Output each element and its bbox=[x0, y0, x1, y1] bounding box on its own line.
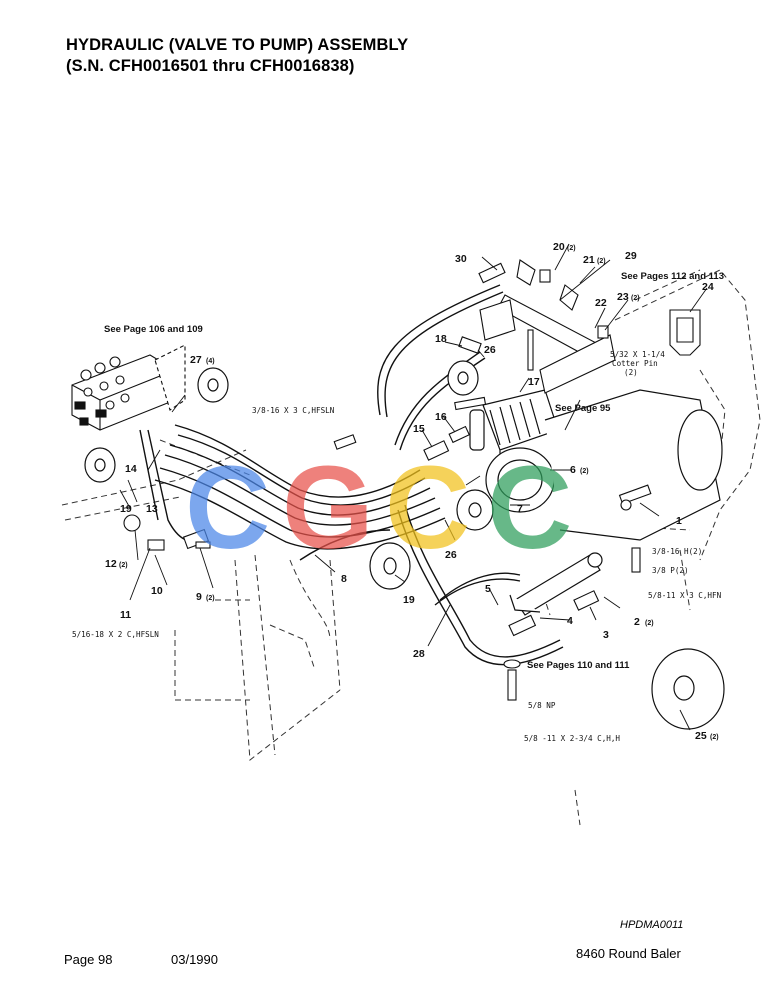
part-30: 30 bbox=[455, 253, 467, 265]
part-14: 14 bbox=[125, 463, 137, 475]
part-27-qty: (4) bbox=[206, 358, 215, 365]
part-17: 17 bbox=[528, 376, 540, 388]
ref-pages-112-113: See Pages 112 and 113 bbox=[621, 271, 724, 282]
part-12: 12 bbox=[105, 558, 117, 570]
part-7: 7 bbox=[517, 503, 523, 515]
part-15: 15 bbox=[413, 423, 425, 435]
product-name: 8460 Round Baler bbox=[576, 946, 681, 961]
drawing-code: HPDMA0011 bbox=[620, 919, 684, 931]
part-1: 1 bbox=[676, 515, 682, 527]
part-20-qty: (2) bbox=[567, 245, 576, 252]
part-16: 16 bbox=[435, 411, 447, 423]
part-6: 6 bbox=[570, 464, 576, 476]
part-18: 18 bbox=[435, 333, 447, 345]
part-11: 11 bbox=[120, 609, 131, 621]
spec-cotter-size: 5/32 X 1-1/4 bbox=[610, 350, 665, 359]
hardware-specs: 3/8-16 X 3 C,HFSLN 5/32 X 1-1/4 Cotter P… bbox=[72, 350, 722, 743]
ref-page-95: See Page 95 bbox=[555, 403, 611, 414]
page-references: See Page 106 and 109 See Pages 112 and 1… bbox=[104, 271, 724, 671]
spec-cap-screw-5-8-11-long: 5/8 -11 X 2-3/4 C,H,H bbox=[524, 734, 620, 743]
part-26-top: 26 bbox=[484, 344, 496, 356]
serial-range: (S.N. CFH0016501 thru CFH0016838) bbox=[66, 57, 355, 75]
part-29: 29 bbox=[625, 250, 637, 262]
washer-discs bbox=[84, 360, 725, 730]
part-2-qty: (2) bbox=[645, 620, 654, 627]
part-8: 8 bbox=[341, 573, 347, 585]
spec-cap-screw-5-8-11: 5/8-11 X 3 C,HFN bbox=[648, 591, 722, 600]
part-callouts: 30 20 (2) 21 (2) 29 22 23 (2) 24 18 26 1… bbox=[105, 241, 719, 742]
watermark-letter-c1: C bbox=[185, 442, 270, 574]
leader-lines bbox=[119, 243, 708, 731]
part-24: 24 bbox=[702, 281, 714, 293]
part-27: 27 bbox=[190, 354, 202, 366]
watermark-letter-c2: C bbox=[385, 442, 470, 574]
fittings bbox=[123, 262, 652, 701]
spec-nut-5-8: 5/8 NP bbox=[528, 701, 556, 710]
part-22: 22 bbox=[595, 297, 607, 309]
spec-cotter-pin: Cotter Pin bbox=[612, 359, 658, 368]
watermark-letter-g: G bbox=[282, 442, 374, 574]
part-6-qty: (2) bbox=[580, 468, 589, 475]
hydraulic-cylinder bbox=[509, 552, 603, 616]
watermark-letter-c3: C bbox=[487, 442, 572, 574]
part-3: 3 bbox=[603, 629, 609, 641]
part-10: 10 bbox=[151, 585, 163, 597]
part-25: 25 bbox=[695, 730, 707, 742]
spec-hex-nut-3-8-16: 3/8-16 H(2) bbox=[652, 547, 702, 556]
part-5: 5 bbox=[485, 583, 491, 595]
upper-manifold bbox=[479, 259, 701, 394]
spec-pin-3-8: 3/8 P(2) bbox=[652, 566, 689, 575]
spec-cap-screw-3-8-16: 3/8-16 X 3 C,HFSLN bbox=[252, 406, 335, 415]
watermark: C G C C bbox=[185, 442, 572, 574]
part-2: 2 bbox=[634, 616, 640, 628]
part-4: 4 bbox=[567, 615, 573, 627]
hydraulic-hoses bbox=[139, 284, 564, 666]
part-21: 21 bbox=[583, 254, 595, 266]
page-title: HYDRAULIC (VALVE TO PUMP) ASSEMBLY bbox=[66, 36, 409, 54]
part-23-qty: (2) bbox=[631, 295, 640, 302]
part-20: 20 bbox=[553, 241, 565, 253]
part-19-left: 19 bbox=[120, 503, 132, 515]
ref-pages-110-111: See Pages 110 and 111 bbox=[527, 660, 630, 671]
part-23: 23 bbox=[617, 291, 629, 303]
part-9-qty: (2) bbox=[206, 595, 215, 602]
control-valve-block bbox=[71, 344, 186, 431]
part-19-right: 19 bbox=[403, 594, 415, 606]
ref-pages-106-109: See Page 106 and 109 bbox=[104, 324, 203, 335]
spec-cotter-qty: (2) bbox=[624, 368, 638, 377]
revision-date: 03/1990 bbox=[171, 952, 218, 967]
page-number: Page 98 bbox=[64, 952, 113, 967]
part-12-qty: (2) bbox=[119, 562, 128, 569]
spec-cap-screw-5-16-18: 5/16-18 X 2 C,HFSLN bbox=[72, 630, 159, 639]
part-21-qty: (2) bbox=[597, 258, 606, 265]
part-28: 28 bbox=[413, 648, 425, 660]
part-13: 13 bbox=[146, 503, 158, 515]
part-9: 9 bbox=[196, 591, 202, 603]
part-25-qty: (2) bbox=[710, 734, 719, 741]
part-26-mid: 26 bbox=[445, 549, 457, 561]
hydraulic-pump bbox=[469, 389, 723, 541]
